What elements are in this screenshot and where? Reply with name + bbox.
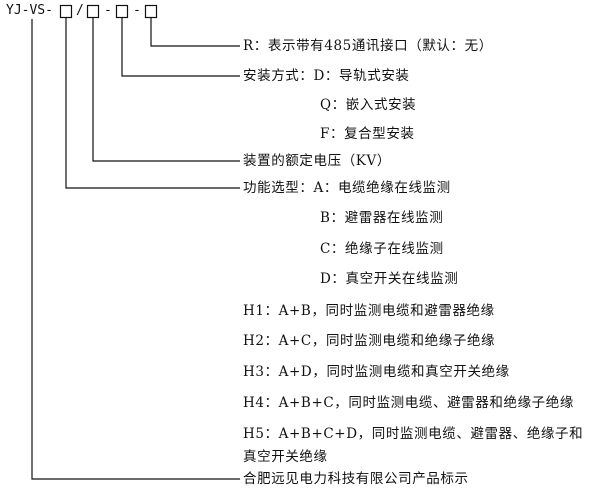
option-install-d: 安装方式：D：导轨式安装 <box>243 68 410 84</box>
option-install-q: Q：嵌入式安装 <box>320 97 417 113</box>
option-h2: H2：A+C，同时监测电缆和绝缘子绝缘 <box>243 333 496 349</box>
option-install-f: F：复合型安装 <box>320 126 415 142</box>
slot-box-comm <box>144 4 158 19</box>
model-prefix: YJ-VS- <box>6 3 53 18</box>
connector-company <box>31 19 240 480</box>
option-r-comm: R：表示带有485通讯接口（默认：无） <box>243 38 493 54</box>
connector-function <box>65 18 240 189</box>
connector-install <box>121 18 240 77</box>
connector-voltage <box>92 18 240 162</box>
option-h3: H3：A+D，同时监测电缆和真空开关绝缘 <box>243 364 510 380</box>
option-h5-line1: H5：A+B+C+D，同时监测电缆、避雷器、绝缘子和 <box>243 426 584 442</box>
separator-dash-1: - <box>104 3 112 18</box>
slot-box-install <box>115 4 129 19</box>
option-h1: H1：A+B，同时监测电缆和避雷器绝缘 <box>243 303 495 319</box>
option-h4: H4：A+B+C，同时监测电缆、避雷器和绝缘子绝缘 <box>243 395 574 411</box>
option-function-c: C：绝缘子在线监测 <box>320 241 444 257</box>
model-code: YJ-VS- <box>6 3 53 19</box>
slot-box-function <box>59 4 73 19</box>
company-caption: 合肥远见电力科技有限公司产品标示 <box>243 471 469 487</box>
separator-slash: / <box>76 3 84 18</box>
connector-comm <box>150 18 240 47</box>
option-h5-line2: 真空开关绝缘 <box>243 449 328 465</box>
option-rated-voltage: 装置的额定电压（KV） <box>243 153 391 169</box>
option-function-b: B：避雷器在线监测 <box>320 210 444 226</box>
separator-dash-2: - <box>133 3 141 18</box>
option-function-a: 功能选型：A：电缆绝缘在线监测 <box>243 180 451 196</box>
slot-box-voltage <box>86 4 100 19</box>
option-function-d: D：真空开关在线监测 <box>320 271 459 287</box>
